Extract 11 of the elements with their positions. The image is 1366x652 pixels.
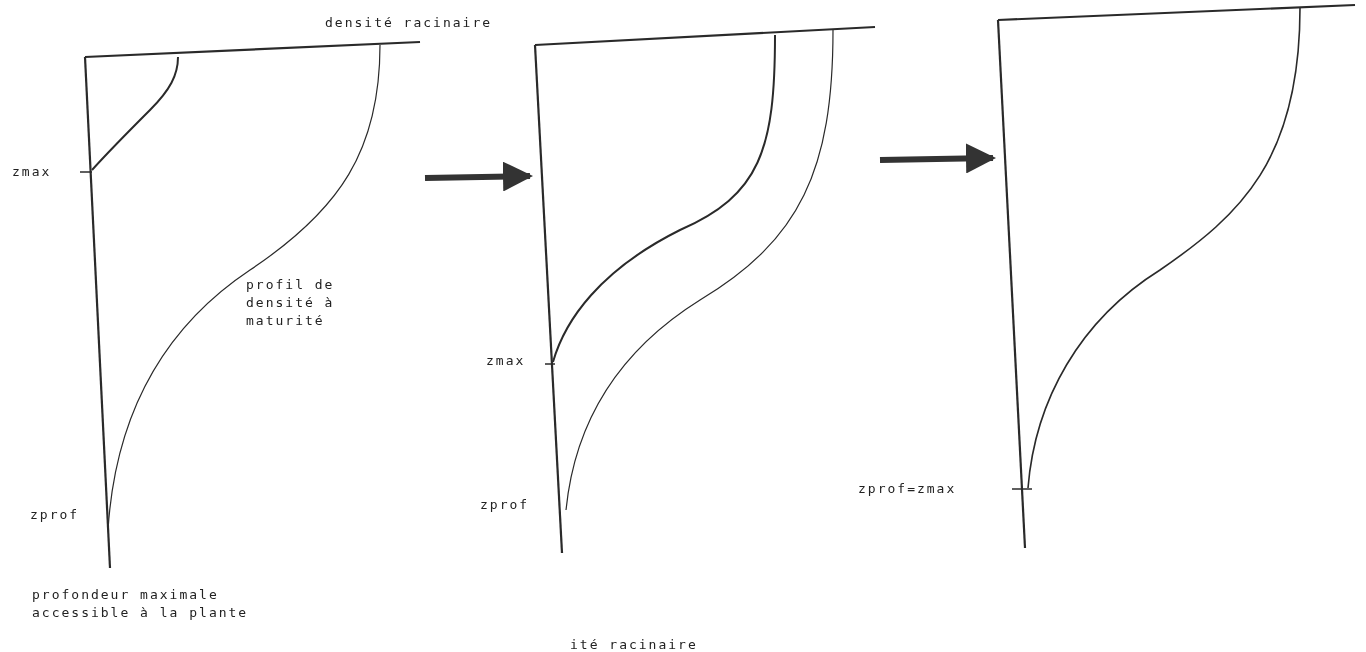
note-text: profondeur maximale accessible à la plante bbox=[32, 586, 250, 622]
depth-label: zprof=zmax bbox=[858, 480, 957, 498]
curve-label: profil de densité à maturité bbox=[246, 276, 336, 330]
depth-label: zprof bbox=[480, 496, 530, 514]
depth-label: zmax bbox=[12, 163, 52, 181]
caption-text: ité racinaire bbox=[570, 636, 698, 652]
depth-label: zmax bbox=[486, 352, 526, 370]
depth-label: zprof bbox=[30, 506, 80, 524]
arrow bbox=[879, 143, 996, 174]
arrow bbox=[424, 161, 533, 192]
axis-label: densité racinaire bbox=[325, 14, 493, 32]
